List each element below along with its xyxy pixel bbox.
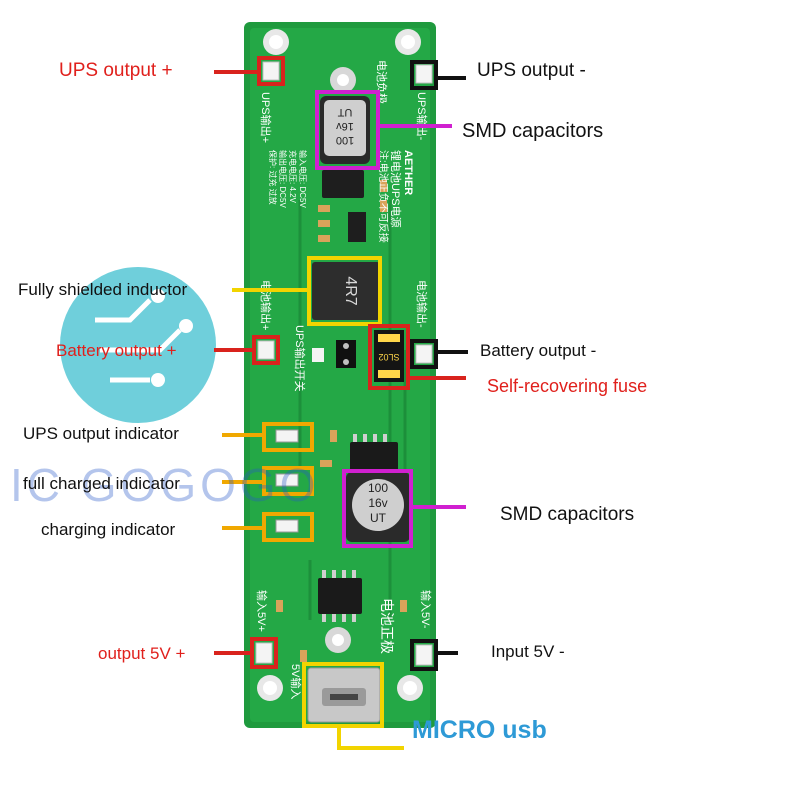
cap-bottom-voltage: 16v — [368, 496, 387, 510]
fuse-component: SL02 — [374, 330, 404, 382]
silk-brand: AETHER — [402, 150, 414, 195]
silk-5v-input: 5V输入 — [289, 664, 303, 699]
label-battery-output-plus: Battery output + — [56, 341, 177, 360]
label-smd-capacitors-bottom: SMD capacitors — [500, 504, 635, 525]
pad-ups-plus — [262, 61, 280, 81]
cap-bottom-brand: UT — [370, 511, 387, 525]
label-full-charged-indicator: full charged indicator — [23, 474, 180, 493]
silk-note: 注:电池正负不可反接 — [377, 150, 390, 243]
mounting-hole-icon — [257, 29, 423, 701]
silk-spec-line: 保护: 过充 过放 — [268, 150, 278, 205]
smd-capacitor-bottom: 100 16v UT — [346, 472, 410, 542]
ic-chip-upper — [350, 442, 398, 472]
ic-chip-lower — [318, 578, 362, 614]
silk-spec-line: 充电电压: 4.2V — [288, 150, 298, 204]
watermark-right: GOGOGO — [80, 459, 320, 511]
leader-micro-usb — [337, 726, 404, 750]
label-self-recovering-fuse: Self-recovering fuse — [487, 376, 648, 396]
silk-ups-switch: UPS输出开关 — [293, 325, 307, 392]
pcb-board: 100 16v UT 4R7 SL02 — [244, 22, 436, 728]
pad-5v-plus — [255, 642, 273, 664]
label-smd-capacitors-top: SMD capacitors — [462, 120, 604, 142]
silk-battery-out-plus: 电池输出+ — [259, 280, 273, 330]
label-micro-usb: MICRO usb — [412, 716, 547, 744]
label-ups-output-minus: UPS output - — [477, 60, 586, 81]
cap-bottom-value: 100 — [368, 481, 388, 495]
label-charging-indicator: charging indicator — [41, 520, 176, 539]
silk-ups-minus: UPS输出- — [415, 92, 429, 141]
label-inductor: Fully shielded inductor — [18, 280, 188, 299]
watermark-left: IC — [10, 459, 81, 511]
cap-top-brand: UT — [337, 106, 352, 118]
silk-spec-line: 输出电压: DC5V — [278, 150, 288, 208]
diode-chip — [322, 170, 364, 198]
silk-battery-positive: 电池正极 — [379, 598, 395, 654]
label-ups-output-indicator: UPS output indicator — [23, 424, 179, 443]
watermark-text: IC GOGOGO — [10, 458, 319, 512]
label-battery-output-minus: Battery output - — [480, 341, 597, 360]
pad-ups-minus — [415, 64, 433, 84]
fuse-value: SL02 — [378, 352, 399, 362]
silk-title: 锂电池UPS电源 — [389, 150, 403, 228]
inductor-value: 4R7 — [342, 276, 359, 305]
pad-5v-minus — [415, 644, 433, 666]
silk-battery-out-minus: 电池输出- — [415, 280, 429, 328]
marker-ups-minus — [410, 60, 438, 90]
switch-pad — [336, 340, 356, 368]
micro-usb-connector — [307, 667, 381, 723]
label-output-5v-plus: output 5V + — [98, 644, 186, 663]
led-full — [275, 473, 299, 487]
silk-spec-line: 输入电压: DC5V — [298, 150, 308, 208]
mosfet-chip — [348, 212, 366, 242]
smd-capacitor-top: 100 16v UT — [320, 96, 370, 164]
silk-input-minus: 输入5V- — [419, 590, 433, 629]
label-input-5v-minus: Input 5V - — [491, 642, 565, 661]
silk-input-plus: 输入5V+ — [255, 590, 269, 632]
label-ups-output-plus: UPS output + — [59, 60, 173, 81]
highlight-micro-usb — [302, 662, 384, 728]
highlight-smd-capacitor-top — [315, 90, 380, 170]
cap-top-value: 100 — [336, 134, 354, 146]
pad-batt-minus — [415, 344, 433, 364]
pad-batt-plus — [257, 340, 275, 360]
watermark-logo-icon — [60, 267, 216, 423]
led-ups — [275, 429, 299, 443]
silk-ups-plus: UPS输出+ — [259, 92, 273, 143]
highlight-fuse — [368, 324, 410, 390]
led-charging — [275, 519, 299, 533]
inductor-component: 4R7 — [312, 262, 380, 320]
cap-top-voltage: 16v — [336, 120, 354, 132]
